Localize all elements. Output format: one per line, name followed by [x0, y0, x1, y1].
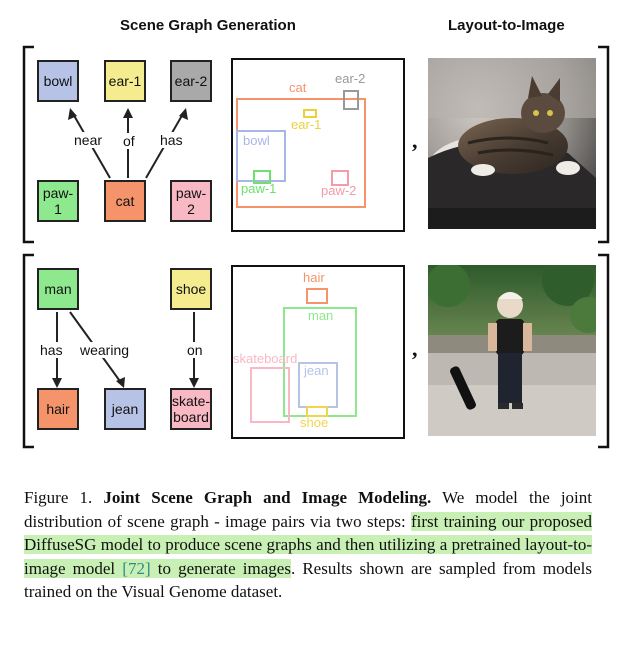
caption-text-2: . Results shown are sampled from models … — [24, 558, 593, 602]
layout-label-skateboard: skateboard — [233, 351, 298, 366]
caption-title: Joint Scene Graph and Image Modeling. — [103, 488, 432, 507]
layout-box-ear-1 — [303, 109, 317, 118]
caption-text-1: We model the joint distribution of scene… — [24, 488, 592, 531]
layout-box-ear-2 — [343, 90, 359, 110]
edge-label-has-2: has — [38, 342, 65, 358]
node-hair: hair — [37, 388, 79, 430]
node-shoe: shoe — [170, 268, 212, 310]
layout-label-hair: hair — [303, 270, 325, 285]
layout-label-paw-2: paw-2 — [321, 183, 357, 198]
caption-highlight-end: to generate images — [150, 558, 291, 578]
layout-box-paw-2 — [331, 170, 349, 186]
node-jean: jean — [104, 388, 146, 430]
citation-link-72[interactable]: [72] — [122, 558, 151, 578]
bracket-row2-right — [598, 253, 610, 449]
generated-image-cat — [428, 58, 596, 229]
arrowhead-hair — [52, 378, 62, 388]
arrowhead-ear1 — [123, 108, 133, 118]
layout-box-skateboard — [250, 367, 290, 423]
generated-image-skateboarder — [428, 265, 596, 436]
layout-label-jean: jean — [304, 363, 329, 378]
node-paw-1: paw-1 — [37, 180, 79, 222]
layout-box-hair — [306, 288, 328, 304]
layout-label-shoe: shoe — [300, 415, 329, 430]
bracket-row1-right — [598, 45, 610, 244]
node-ear-1: ear-1 — [104, 60, 146, 102]
header-scene-graph-generation: Scene Graph Generation — [120, 17, 296, 34]
layout-box-shoe — [306, 406, 328, 417]
comma-row2: , — [412, 336, 418, 361]
layout-panel-1: cat ear-2 ear-1 bowl paw-1 paw-2 — [231, 58, 405, 232]
layout-label-paw-1: paw-1 — [241, 181, 277, 196]
header-layout-to-image: Layout-to-Image — [448, 17, 565, 34]
edge-label-has: has — [158, 132, 185, 148]
arrowhead-ear2 — [179, 108, 188, 120]
layout-label-ear-2: ear-2 — [335, 71, 366, 86]
layout-label-bowl: bowl — [243, 133, 270, 148]
layout-box-bowl — [236, 130, 286, 182]
node-ear-2: ear-2 — [170, 60, 212, 102]
layout-label-cat: cat — [289, 80, 307, 95]
bracket-row1-left — [22, 45, 34, 244]
layout-box-paw-1 — [253, 170, 271, 184]
edge-label-wearing: wearing — [78, 342, 132, 358]
node-cat: cat — [104, 180, 146, 222]
arrowhead-skateboard — [189, 378, 199, 388]
arrowhead-jean — [116, 377, 125, 388]
edge-label-of: of — [121, 133, 137, 149]
node-man: man — [37, 268, 79, 310]
comma-row1: , — [412, 128, 418, 153]
caption-highlight-text: first training our proposed DiffuseSG mo… — [24, 511, 593, 578]
skateboarder-photo-drawing — [428, 265, 596, 436]
node-paw-2: paw-2 — [170, 180, 212, 222]
edge-label-on: on — [185, 342, 205, 358]
node-bowl: bowl — [37, 60, 79, 102]
layout-label-ear-1: ear-1 — [291, 117, 322, 132]
arrowhead-bowl — [68, 108, 77, 120]
figure-caption: Figure 1. Joint Scene Graph and Image Mo… — [24, 486, 593, 604]
edge-label-near: near — [72, 132, 105, 148]
caption-prefix: Figure 1. — [24, 488, 93, 507]
cat-photo-drawing — [428, 58, 596, 229]
layout-panel-2: hair man skateboard jean shoe — [231, 265, 405, 439]
bracket-row2-left — [22, 253, 34, 449]
layout-label-man: man — [308, 308, 334, 323]
figure-brackets — [22, 45, 610, 449]
node-skateboard: skate- board — [170, 388, 212, 430]
